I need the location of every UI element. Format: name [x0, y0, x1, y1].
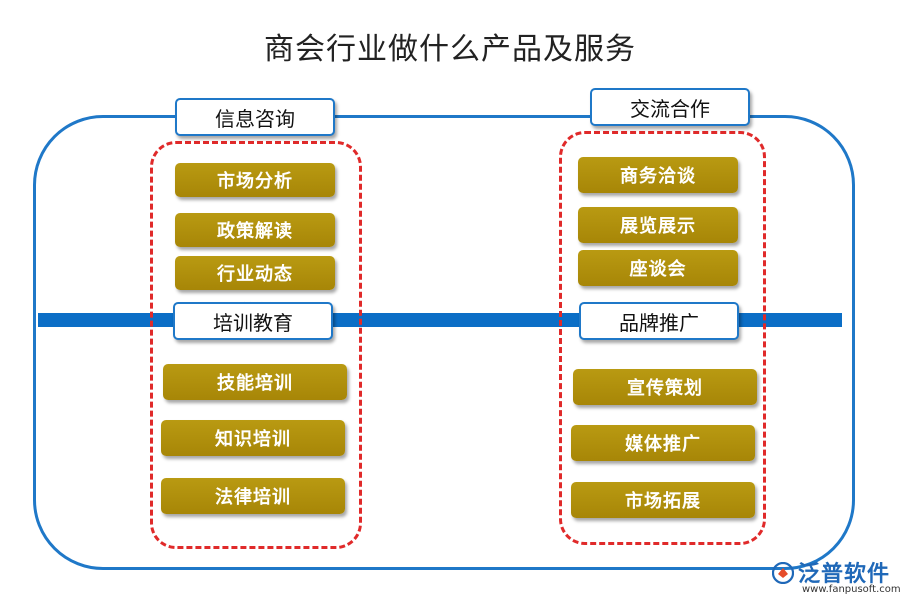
- right-dashed-group: [559, 131, 766, 545]
- item-industry-news: 行业动态: [175, 256, 335, 290]
- item-exhibition: 展览展示: [578, 207, 738, 243]
- outer-frame: [33, 115, 855, 570]
- fanpu-logo-icon: [772, 562, 794, 584]
- logo-name: 泛普软件: [798, 562, 891, 587]
- item-market-expansion: 市场拓展: [571, 482, 755, 518]
- logo-url: www.fanpusoft.com: [802, 584, 900, 595]
- label-training-education: 培训教育: [173, 302, 333, 340]
- fanpu-logo: 泛普软件 www.fanpusoft.com: [772, 556, 900, 600]
- item-skill-training: 技能培训: [163, 364, 347, 400]
- item-legal-training: 法律培训: [161, 478, 345, 514]
- label-brand-promotion: 品牌推广: [579, 302, 739, 340]
- label-info-consulting: 信息咨询: [175, 98, 335, 136]
- item-business-negotiation: 商务洽谈: [578, 157, 738, 193]
- item-knowledge-training: 知识培训: [161, 420, 345, 456]
- diagram-title: 商会行业做什么产品及服务: [264, 32, 636, 67]
- item-symposium: 座谈会: [578, 250, 738, 286]
- item-media-promotion: 媒体推广: [571, 425, 755, 461]
- item-publicity-planning: 宣传策划: [573, 369, 757, 405]
- item-market-analysis: 市场分析: [175, 163, 335, 197]
- label-exchange-cooperation: 交流合作: [590, 88, 750, 126]
- item-policy-interpretation: 政策解读: [175, 213, 335, 247]
- left-dashed-group: [150, 141, 362, 549]
